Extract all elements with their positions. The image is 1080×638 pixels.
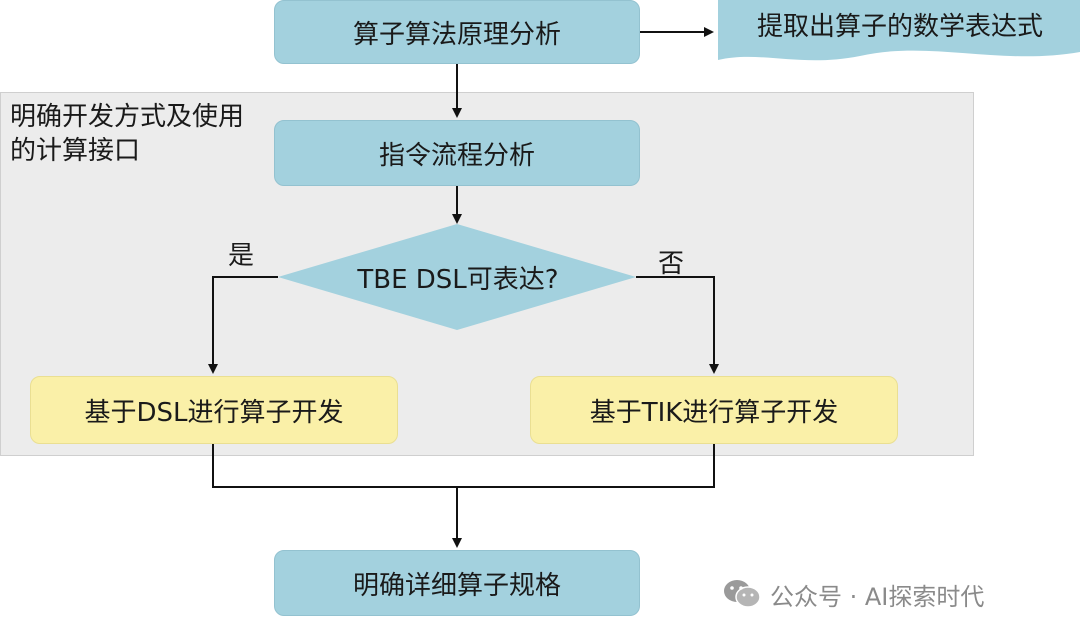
instruction-flow-box: 指令流程分析 xyxy=(274,120,640,186)
dsl-development-box: 基于DSL进行算子开发 xyxy=(30,376,398,444)
formula-box-label: 提取出算子的数学表达式 xyxy=(756,11,1043,42)
principle-analysis-box: 算子算法原理分析 xyxy=(274,0,640,64)
arrow-yes-branch xyxy=(208,276,278,374)
decision-diamond xyxy=(278,224,636,330)
watermark-text: 公众号 · AI探索时代 xyxy=(770,582,985,611)
region-label: 明确开发方式及使用的计算接口 xyxy=(10,102,245,166)
decision-label: TBE DSL可表达? xyxy=(357,264,559,295)
arrow-no-branch xyxy=(636,276,719,374)
yes-branch-label: 是 xyxy=(228,241,255,271)
formula-wave-box xyxy=(718,0,1080,61)
tik-development-box: 基于TIK进行算子开发 xyxy=(530,376,898,444)
operator-spec-box: 明确详细算子规格 xyxy=(274,550,640,616)
merge-line xyxy=(212,444,715,488)
no-branch-label: 否 xyxy=(658,249,685,279)
wechat-icon xyxy=(724,580,761,608)
watermark: 公众号 · AI探索时代 xyxy=(722,572,984,616)
